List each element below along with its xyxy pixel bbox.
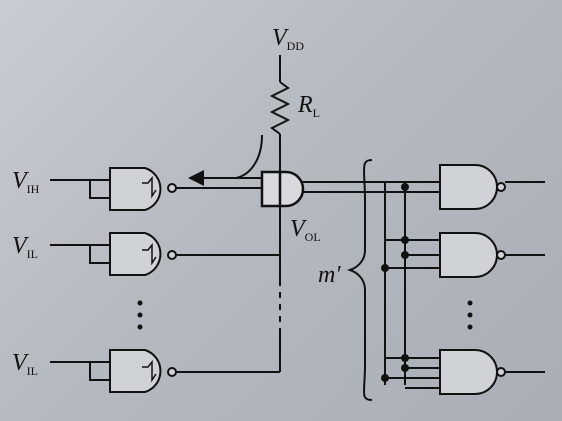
m-prime-label: m′ — [318, 262, 341, 288]
right-gate-3-bubble — [496, 367, 506, 377]
right-gate-1 — [439, 164, 498, 210]
load-resistor — [269, 81, 291, 135]
left-gate-2 — [109, 232, 162, 276]
current-curve — [235, 134, 263, 179]
rl-label: RL — [297, 92, 320, 120]
left-gate-1 — [109, 167, 162, 211]
right-gate-1-bubble — [496, 182, 506, 192]
left-gate-1-bubble — [167, 183, 177, 193]
right-gates — [439, 164, 506, 395]
left-gate-3 — [109, 349, 162, 393]
vil2-input-loop — [89, 362, 110, 381]
m-prime-brace — [346, 159, 373, 401]
left-gate-3-bubble — [167, 367, 177, 377]
vih-label: VIH — [12, 168, 40, 196]
right-gate-2-bubble — [496, 250, 506, 260]
driver-gate — [260, 170, 305, 208]
vil1-input-loop — [89, 245, 110, 264]
right-gate-3 — [439, 349, 498, 395]
ellipsis-left — [137, 300, 143, 330]
vil-label-1: VIL — [12, 233, 38, 261]
junction-dots — [381, 183, 409, 382]
vil-label-2: VIL — [12, 350, 38, 378]
schmitt-symbols — [142, 175, 157, 383]
vih-input-loop — [89, 180, 110, 199]
left-gates — [109, 167, 177, 393]
wires — [50, 55, 545, 401]
right-gate-2 — [439, 232, 498, 278]
ellipsis-right — [467, 300, 473, 330]
vdd-label: VDD — [272, 25, 304, 53]
vol-label: VOL — [290, 216, 321, 244]
left-gate-2-bubble — [167, 250, 177, 260]
